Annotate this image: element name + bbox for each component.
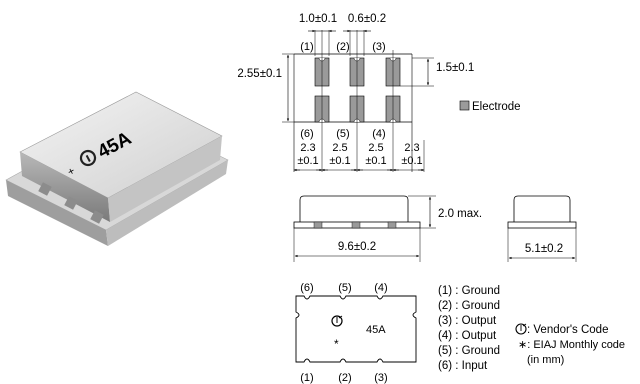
marking-outline	[295, 295, 417, 363]
top-pin-3: (3)	[372, 41, 385, 53]
marking-top-pin-6: (6)	[300, 282, 313, 294]
marking-top-pin-5: (5)	[338, 282, 351, 294]
pin-list: (1) : Ground (2) : Ground (3) : Output (…	[438, 285, 500, 372]
marking-bottom-pin-3: (3)	[374, 372, 387, 384]
top-pin-2: (2)	[336, 41, 349, 53]
top-view: 1.0±0.1 0.6±0.2 (1) (2) (3) 2.55±0.1 1.5…	[237, 13, 521, 172]
electrode-legend-label: Electrode	[472, 101, 521, 113]
side-width-body	[513, 195, 571, 222]
top-pin-1: (1)	[300, 41, 313, 53]
side-view-length: 9.6±0.2 2.0 max.	[293, 195, 482, 262]
vendor-code-note: : Vendor's Code	[527, 324, 608, 336]
pitch-3-value: 2.5	[368, 142, 383, 154]
vendor-code-icon	[515, 323, 527, 335]
overall-height-label: 2.55±0.1	[237, 68, 282, 80]
pitch-1-value: 2.3	[300, 142, 315, 154]
pin-list-item: (6) : Input	[438, 360, 488, 372]
pitch-4-value: 2.3	[404, 142, 419, 154]
electrode-legend-swatch	[459, 100, 470, 111]
bottom-pin-4: (4)	[372, 128, 385, 140]
pad-width-label: 1.0±0.1	[299, 13, 337, 25]
side-view-width: 5.1±0.2	[507, 195, 577, 262]
marking-bottom-pin-1: (1)	[300, 372, 313, 384]
bottom-electrodes	[314, 95, 401, 123]
side-terminal	[313, 221, 323, 229]
vendor-logo-icon	[331, 315, 343, 327]
bottom-pin-6: (6)	[300, 128, 313, 140]
marking-view: (6) (5) (4) 45A * (1) (2) (3)	[295, 282, 417, 384]
side-width-base	[507, 221, 577, 229]
pin-list-item: (4) : Output	[438, 330, 497, 342]
photo-terminal	[90, 210, 104, 224]
marking-bottom-pin-2: (2)	[338, 372, 351, 384]
photo-terminal	[64, 196, 78, 210]
length-label: 9.6±0.2	[338, 241, 376, 253]
pin-list-item: (2) : Ground	[438, 300, 500, 312]
pin-list-item: (5) : Ground	[438, 345, 500, 357]
photo-body-front	[108, 136, 222, 222]
photo-asterisk: +	[66, 165, 77, 179]
top-electrodes	[314, 57, 401, 87]
height-label: 2.0 max.	[438, 208, 482, 220]
photo-body-left	[20, 152, 110, 222]
vendor-logo-icon	[79, 149, 97, 167]
width-label: 5.1±0.2	[525, 243, 563, 255]
pitch-2-value: 2.5	[332, 142, 347, 154]
pad-height-label: 1.5±0.1	[436, 62, 474, 74]
pin-list-item: (3) : Output	[438, 315, 497, 327]
eiaj-code-note: ∗: EIAJ Monthly code	[518, 339, 625, 351]
side-terminal	[351, 221, 361, 229]
pitch-2-tol: ±0.1	[329, 155, 350, 167]
photo-terminal	[38, 182, 52, 196]
pad-gap-label: 0.6±0.2	[348, 13, 386, 25]
marking-top-pin-4: (4)	[374, 282, 387, 294]
photo-base-side	[6, 180, 108, 246]
marking-code-text: 45A	[366, 324, 386, 336]
side-terminal	[387, 221, 397, 229]
bottom-pin-5: (5)	[336, 128, 349, 140]
side-body-outline	[299, 195, 409, 222]
component-photo: 45A +	[5, 91, 229, 246]
pitch-4-tol: ±0.1	[401, 155, 422, 167]
marking-asterisk: *	[334, 337, 339, 351]
photo-base-front	[106, 160, 228, 246]
pitch-3-tol: ±0.1	[365, 155, 386, 167]
pin-list-item: (1) : Ground	[438, 285, 500, 297]
pitch-1-tol: ±0.1	[297, 155, 318, 167]
units-note: (in mm)	[527, 354, 564, 366]
notes: : Vendor's Code ∗: EIAJ Monthly code (in…	[515, 323, 625, 366]
